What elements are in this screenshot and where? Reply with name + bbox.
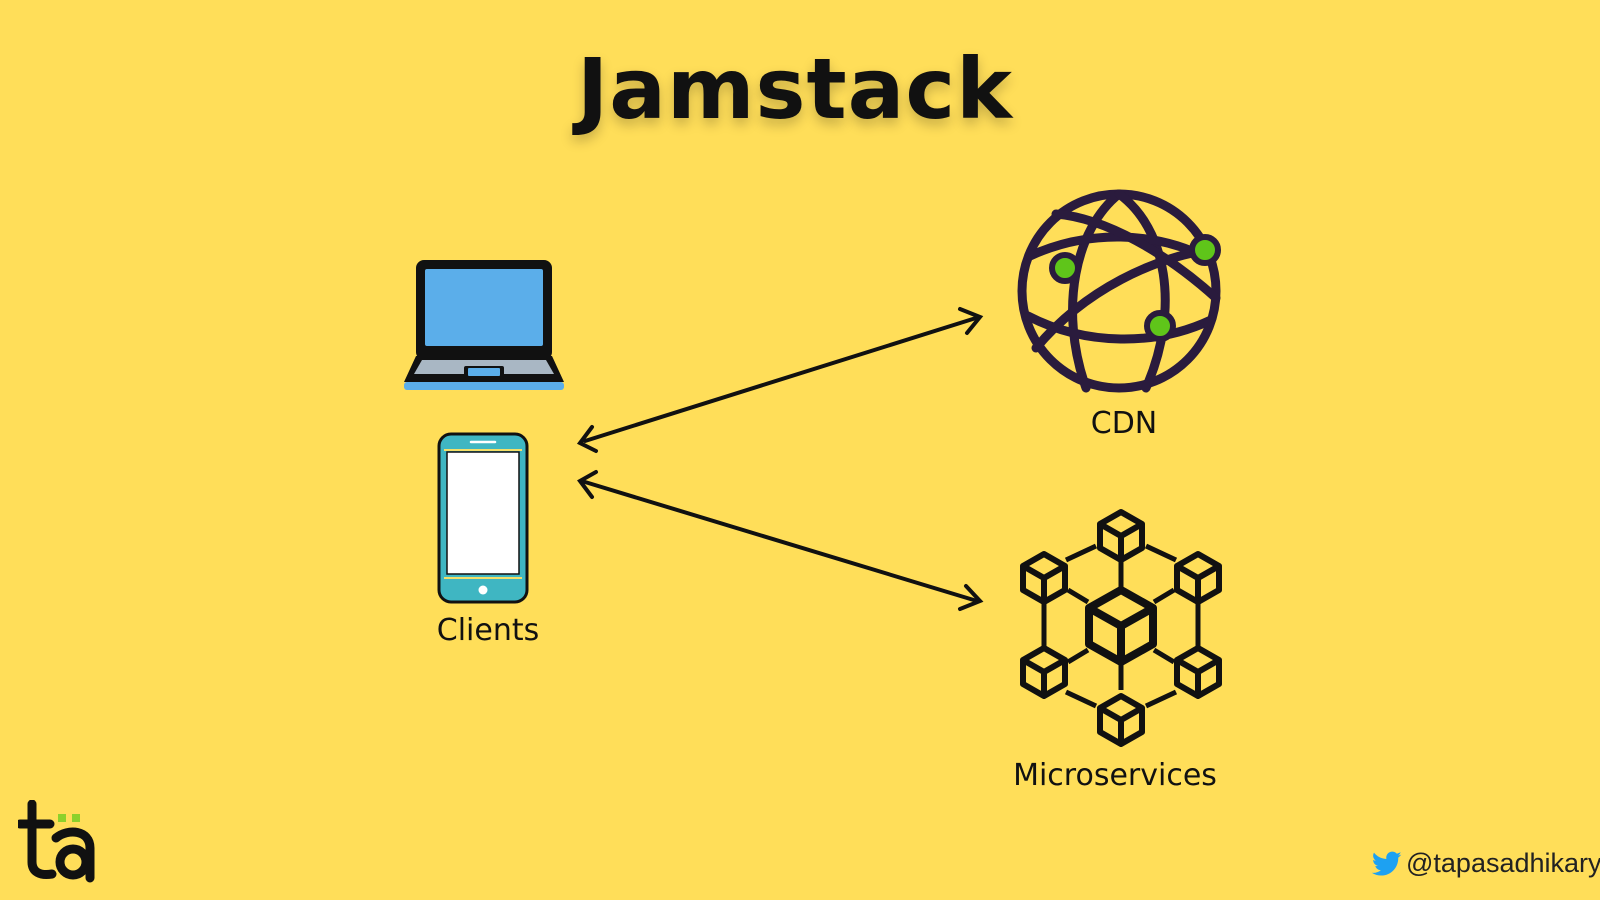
smartphone-icon [437,432,529,604]
arrow-clients-microservices [577,470,984,611]
cdn-label: CDN [1090,406,1158,441]
diagram-title: Jamstack [577,40,1013,138]
microservices-label: Microservices [1013,758,1217,793]
clients-label: Clients [436,613,540,648]
laptop-icon [404,260,564,390]
arrow-clients-cdn [576,307,984,453]
cube-network-icon [1010,506,1232,752]
twitter-handle-text[interactable]: @tapasadhikary [1406,848,1600,878]
globe-network-icon [1017,189,1221,393]
twitter-handle: @tapasadhikary [1372,848,1600,879]
ta-logo [18,800,95,883]
twitter-bird-icon [1372,851,1402,875]
